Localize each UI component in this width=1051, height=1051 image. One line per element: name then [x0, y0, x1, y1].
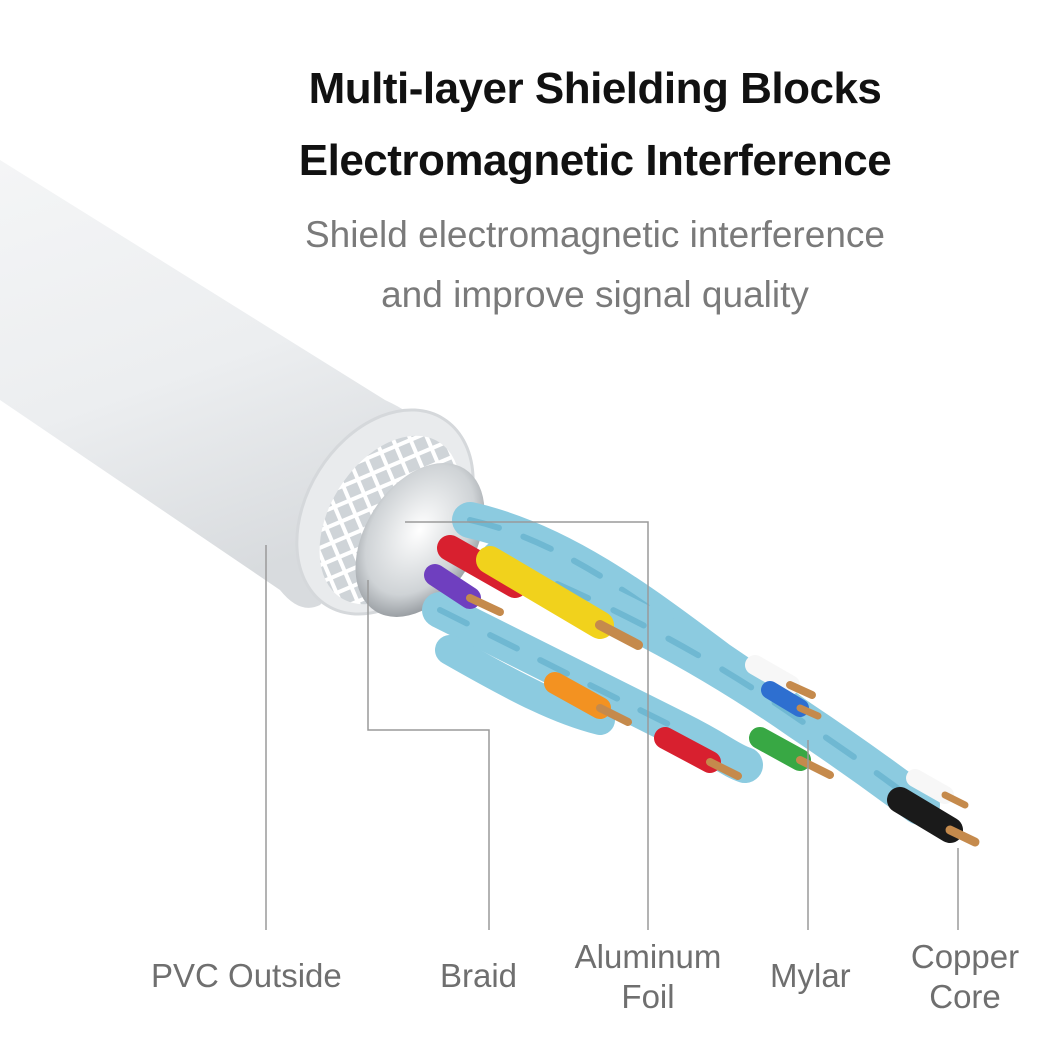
copper-core-label: Copper Core — [905, 937, 1025, 1017]
braid-callout-line — [367, 580, 490, 930]
conductors — [424, 535, 980, 847]
page-title-line-1: Multi-layer Shielding Blocks — [308, 64, 882, 113]
aluminum-foil-label-line-1: Aluminum — [574, 938, 722, 975]
callout-lines — [265, 521, 959, 930]
subtitle-line-1: Shield electromagnetic interference — [305, 214, 885, 255]
copper-core-label-line-1: Copper — [910, 938, 1020, 975]
copper-core-label-line-2: Core — [929, 978, 1001, 1015]
page-title-line-2: Electromagnetic Interference — [298, 136, 892, 185]
foil-callout-line — [405, 521, 649, 930]
mylar-label: Mylar — [770, 957, 851, 994]
aluminum-foil-label-line-2: Foil — [621, 978, 675, 1015]
pvc-outside-label: PVC Outside — [151, 957, 342, 994]
aluminum-foil-label: Aluminum Foil — [568, 937, 728, 1017]
subtitle-line-2: and improve signal quality — [381, 274, 809, 315]
braid-label: Braid — [440, 957, 518, 994]
